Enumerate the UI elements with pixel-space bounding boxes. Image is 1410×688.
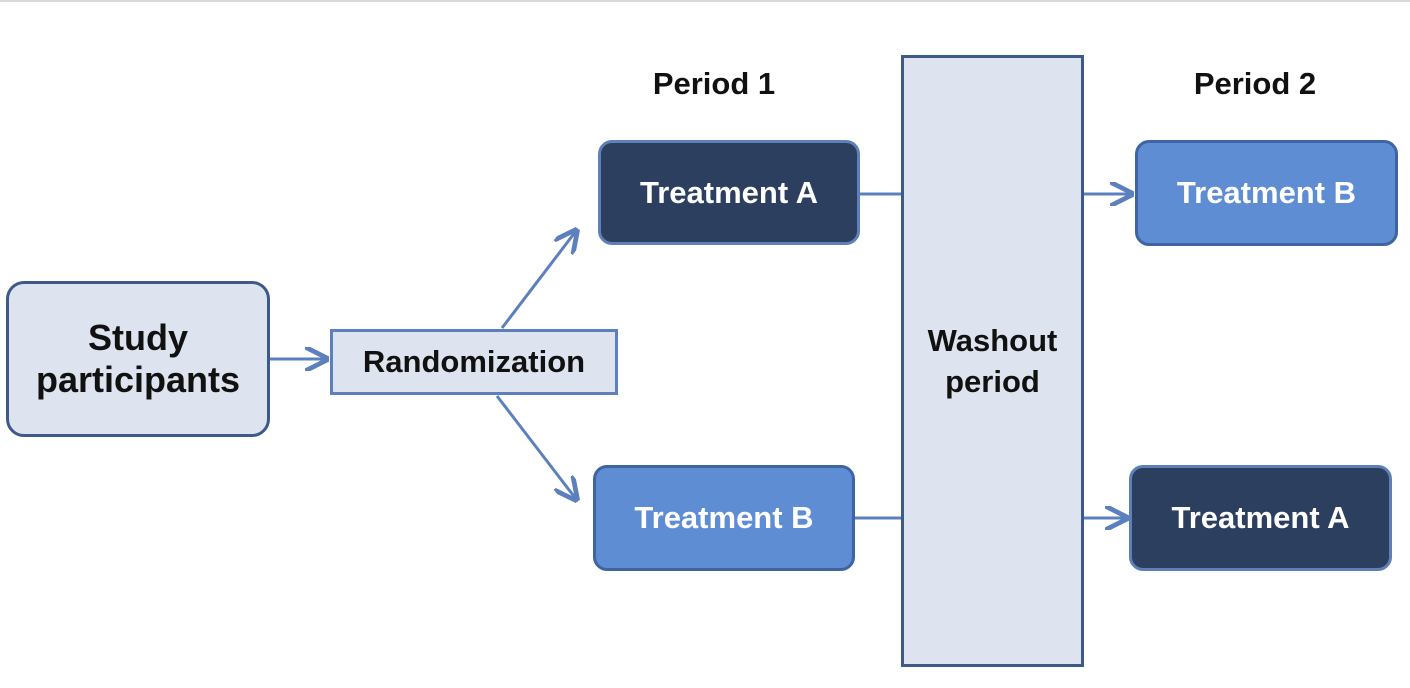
period-2-treatment-a-box: Treatment A (1129, 465, 1392, 571)
randomization-label: Randomization (362, 344, 586, 379)
washout-period-box: Washout period (901, 55, 1084, 667)
period-1-treatment-b-label: Treatment B (634, 500, 814, 535)
study-participants-box: Study participants (6, 281, 270, 437)
study-participants-label: Study participants (35, 317, 241, 400)
period-1-treatment-a-box: Treatment A (598, 140, 860, 245)
period-1-treatment-b-box: Treatment B (593, 465, 855, 571)
period-1-label: Period 1 (652, 66, 776, 101)
period-2-treatment-b-label: Treatment B (1176, 175, 1357, 210)
arrow-randomization-to-p1-top (500, 231, 576, 329)
arrow-randomization-to-p1-bottom (495, 395, 576, 499)
period-2-treatment-a-label: Treatment A (1171, 500, 1350, 535)
randomization-box: Randomization (330, 329, 618, 395)
period-2-label: Period 2 (1193, 66, 1317, 101)
period-2-treatment-b-box: Treatment B (1135, 140, 1398, 246)
top-divider (0, 0, 1410, 2)
period-1-treatment-a-label: Treatment A (639, 174, 818, 210)
washout-period-label: Washout period (927, 323, 1058, 399)
